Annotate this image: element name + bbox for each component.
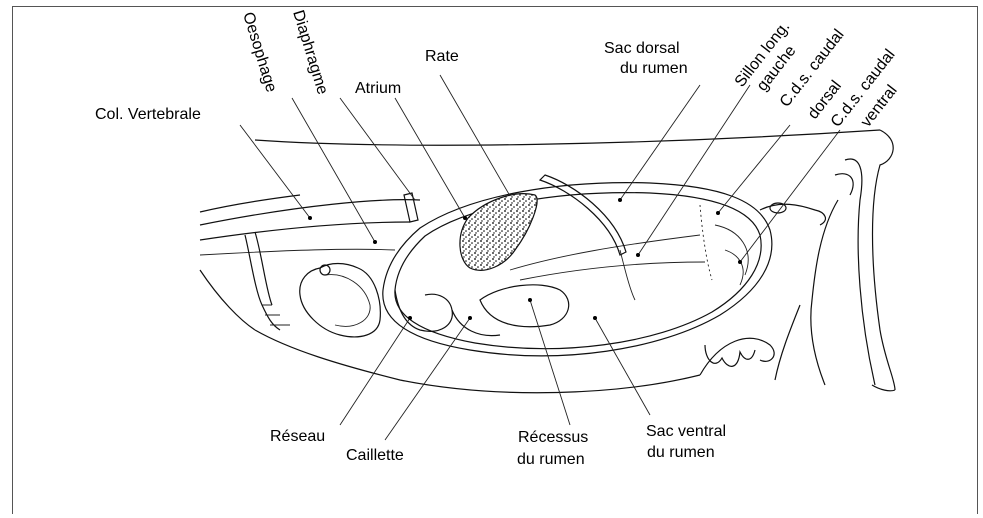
dot-sac-ventral	[593, 316, 597, 320]
label-col-vertebrale: Col. Vertebrale	[95, 106, 201, 123]
leader-rate	[440, 75, 510, 196]
label-sac-ventral-line1: Sac ventral	[646, 423, 726, 440]
leader-lines	[240, 75, 840, 440]
stomach	[383, 175, 772, 356]
leader-recessus	[530, 300, 570, 425]
dot-recessus	[528, 298, 532, 302]
label-sac-dorsal-line1: Sac dorsal	[604, 40, 680, 57]
dot-reseau	[408, 316, 412, 320]
leader-reseau	[340, 318, 410, 425]
label-sac-dorsal-line2: du rumen	[620, 60, 688, 77]
label-reseau: Réseau	[270, 428, 325, 445]
label-sac-ventral-line2: du rumen	[647, 444, 715, 461]
label-atrium: Atrium	[355, 80, 401, 97]
leader-oesophage	[292, 98, 375, 242]
label-caillette: Caillette	[346, 447, 404, 464]
leader-sac-ventral	[595, 318, 650, 415]
dot-oesophage	[373, 240, 377, 244]
dot-col-vertebrale	[308, 216, 312, 220]
leader-col-vertebrale	[240, 125, 310, 218]
dot-sac-dorsal	[618, 198, 622, 202]
label-recessus-line2: du rumen	[517, 451, 585, 468]
dot-cds-dorsal	[716, 211, 720, 215]
label-rate: Rate	[425, 48, 459, 65]
label-recessus-line1: Récessus	[518, 429, 588, 446]
dot-sillon	[636, 253, 640, 257]
label-oesophage: Oesophage	[239, 10, 279, 94]
leader-sillon	[638, 85, 750, 255]
leader-cds-ventral	[740, 130, 840, 262]
dot-caillette	[468, 316, 472, 320]
dot-cds-ventral	[738, 260, 742, 264]
dot-atrium	[463, 216, 467, 220]
label-diaphragme: Diaphragme	[289, 8, 331, 96]
